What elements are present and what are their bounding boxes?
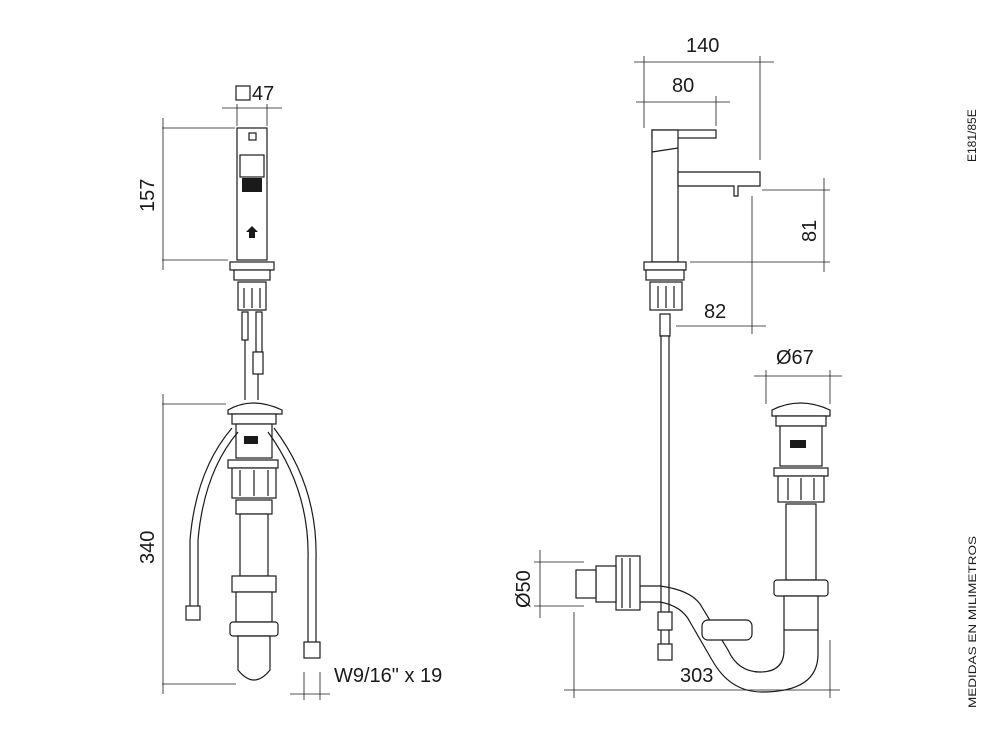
dim-trap-length: 303 xyxy=(680,665,713,687)
supply-tube-left xyxy=(241,311,249,341)
trap-bottom-front xyxy=(237,635,271,681)
trap-riser-side xyxy=(783,595,819,631)
pull-rod-clip xyxy=(252,351,264,375)
flange-ring-front xyxy=(233,269,271,281)
spout-side xyxy=(677,171,761,197)
dim-spout-clearance: 81 xyxy=(799,220,821,242)
hose-left-outer xyxy=(189,427,233,606)
aerator-outlet xyxy=(242,178,262,192)
hose-right-inner xyxy=(273,427,317,642)
hose-right-nut xyxy=(303,641,321,659)
trap-cleanout-nut xyxy=(701,619,753,641)
tailpiece-collar-front xyxy=(235,499,273,515)
dim-body-to-spout: 80 xyxy=(672,75,694,97)
side-view xyxy=(575,129,831,693)
trap-nut-front xyxy=(231,575,277,593)
side-dimensions: 140 80 81 82 Ø67 Ø50 303 xyxy=(513,35,842,698)
trap-outlet-collar xyxy=(595,565,617,603)
tailpiece-front xyxy=(239,513,269,577)
trap-nut2-front xyxy=(229,621,279,637)
trap-bend-inner xyxy=(634,601,819,693)
drain-cap-side xyxy=(771,402,831,417)
tube-fitting-low-side xyxy=(657,611,673,631)
flange-ring-side xyxy=(645,269,685,281)
flange-front xyxy=(229,261,275,271)
dim-trap-outlet-diameter: Ø50 xyxy=(513,570,535,608)
faucet-lever-square xyxy=(248,132,257,141)
dim-square-size: 47 xyxy=(252,83,274,105)
dim-drain-diameter: Ø67 xyxy=(776,347,814,369)
trap-bend-outer xyxy=(634,585,785,673)
trap-outlet-stub xyxy=(575,569,597,599)
drain-cap-front xyxy=(227,402,283,415)
supply-tube-side xyxy=(660,335,670,659)
dim-spout-projection: 82 xyxy=(704,301,726,323)
drain-slot-front xyxy=(244,436,258,444)
tube-nut-side xyxy=(657,643,673,661)
square-symbol xyxy=(235,85,251,101)
front-view xyxy=(185,127,321,681)
hose-right-outer xyxy=(267,431,309,642)
flange-side xyxy=(643,261,687,271)
front-dimensions: 47 157 340 W9/16" x 19 xyxy=(137,83,442,700)
tube-fitting-side xyxy=(659,313,671,337)
hose-left-nut xyxy=(185,605,201,621)
logo-mark xyxy=(246,226,258,238)
dim-spout-length: 140 xyxy=(686,35,719,57)
drain-nut-side xyxy=(773,467,829,477)
units-note: MEDIDAS EN MILIMETROS xyxy=(967,536,979,708)
dim-drain-height: 340 xyxy=(137,531,159,564)
drain-flange-side xyxy=(775,415,827,427)
dim-faucet-height: 157 xyxy=(137,179,159,212)
drain-slot-side xyxy=(790,440,806,448)
trap-nut-side xyxy=(773,579,829,597)
drain-flange-front xyxy=(231,413,277,425)
faucet-body-front xyxy=(236,127,268,261)
trap-outlet-nut xyxy=(615,555,641,611)
supply-tube-right xyxy=(255,311,263,353)
hose-left-inner xyxy=(197,431,239,606)
model-code: E181/85E xyxy=(965,109,979,162)
trap-body-front xyxy=(235,591,273,623)
drain-nut-front xyxy=(227,459,279,469)
tailpiece-side xyxy=(785,503,817,581)
dim-hose-thread: W9/16" x 19 xyxy=(334,665,442,687)
faucet-panel xyxy=(239,154,265,178)
